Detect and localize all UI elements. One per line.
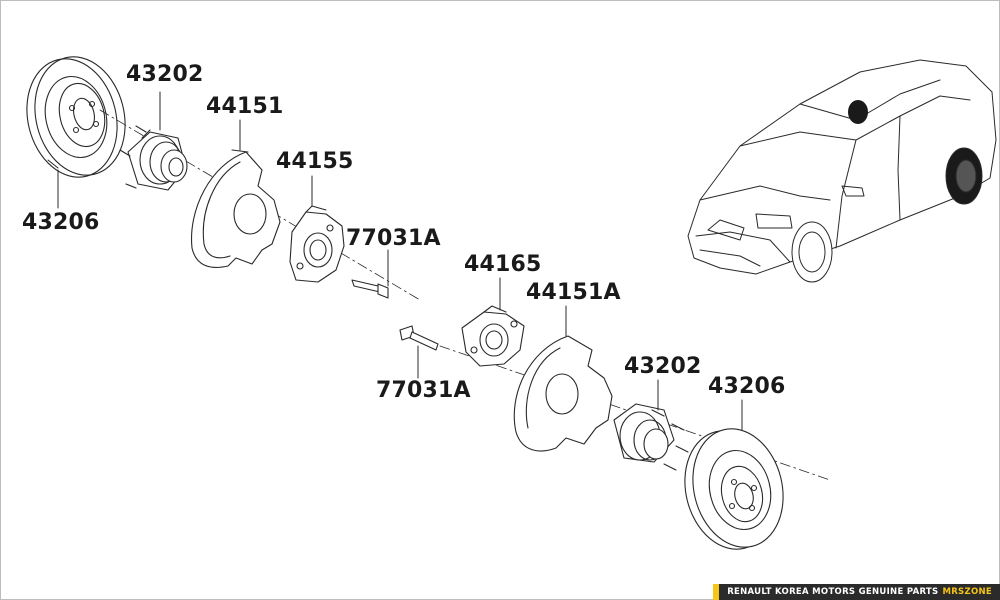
part-number-label: 77031A: [376, 378, 471, 403]
part-number-label: 77031A: [346, 226, 441, 251]
dust-shield-right: [513, 335, 613, 452]
part-number-label: 44155: [276, 149, 354, 174]
footer-watermark: RENAULT KOREA MOTORS GENUINE PARTS MRSZO…: [713, 584, 1000, 600]
part-number-label: 43202: [624, 354, 702, 379]
part-number-label: 43206: [708, 374, 786, 399]
footer-text: RENAULT KOREA MOTORS GENUINE PARTS: [727, 587, 939, 597]
bolt-upper: [351, 279, 389, 299]
bolt-lower: [399, 325, 439, 351]
brake-disc-left: [26, 56, 126, 178]
dust-shield-left: [190, 149, 281, 268]
caliper-bracket-right: [461, 305, 525, 367]
wheel-hub-right: [613, 403, 689, 471]
part-number-label: 44151A: [526, 280, 621, 305]
wheel-hub-left: [119, 125, 188, 191]
part-number-label: 44165: [464, 252, 542, 277]
leader-lines: [57, 91, 743, 431]
part-number-label: 43202: [126, 62, 204, 87]
footer-brand: MRSZONE: [942, 587, 992, 597]
vehicle-illustration: [687, 59, 997, 283]
footer-accent: [713, 584, 720, 600]
part-number-label: 44151: [206, 94, 284, 119]
part-number-label: 43206: [22, 210, 100, 235]
brake-disc-right: [684, 428, 784, 550]
caliper-bracket-left: [289, 205, 345, 283]
